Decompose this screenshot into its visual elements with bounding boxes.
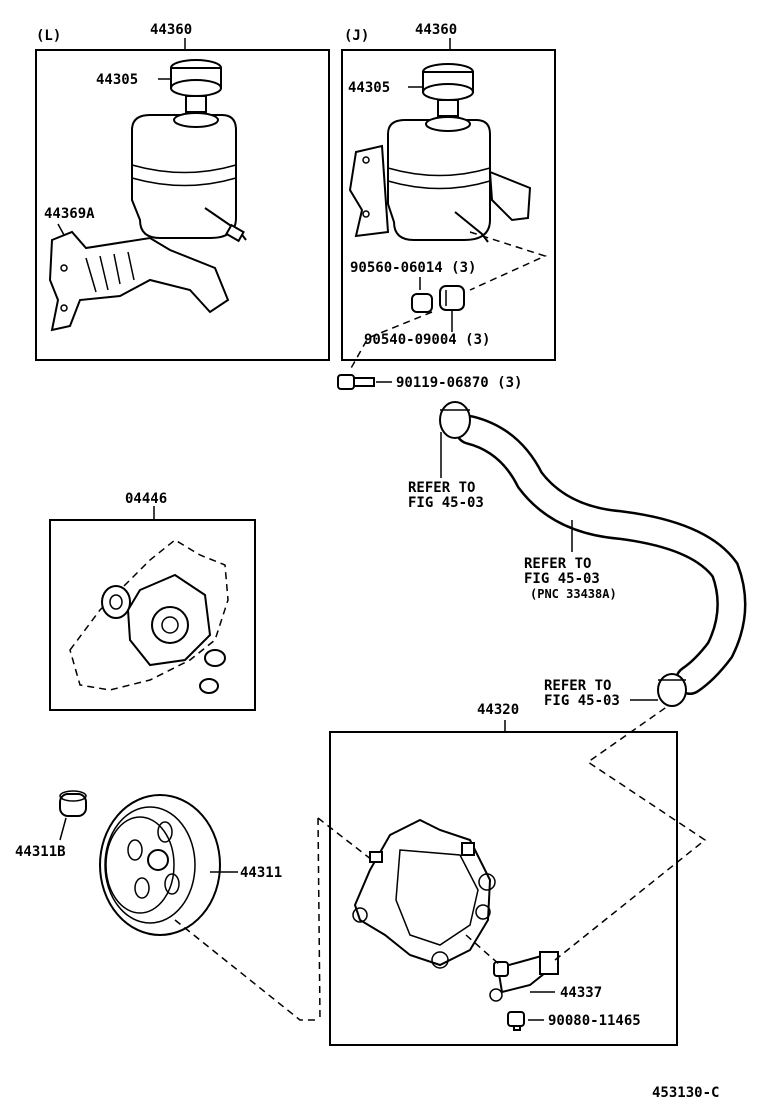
part-label-union: 44337 [560,985,602,1001]
part-label-pump: 44320 [477,702,519,718]
refer-clamp-bottom-line2: FIG 45-03 [544,693,620,709]
collar-icon [411,293,433,313]
part-label-44360-right: 44360 [415,22,457,38]
pulley-nut-icon [59,790,87,817]
pulley-icon [99,794,221,936]
part-label-cap-left: 44305 [96,72,138,88]
pump-box: 44320 44337 90080-11465 [329,702,707,1046]
reservoir-cap-left-icon [170,59,222,113]
part-label-bolt: 90119-06870 (3) [396,375,522,391]
variant-tag-right: (J) [344,28,369,44]
figure-id: 453130-C [652,1085,719,1101]
refer-hose-line1: REFER TO [524,556,591,572]
hose-clamp-bottom-icon [657,673,687,707]
part-label-union-bolt: 90080-11465 [548,1013,641,1029]
refer-hose-line3: (PNC 33438A) [530,587,617,601]
part-label-gasket-kit: 04446 [125,491,167,507]
reservoir-tank-right-icon [387,116,491,243]
hose-icon [455,415,747,695]
part-label-bracket-left: 44369A [44,206,95,222]
refer-clamp-top-line2: FIG 45-03 [408,495,484,511]
part-label-cushion: 90540-09004 (3) [364,332,490,348]
variant-tag-left: (L) [36,28,61,44]
refer-clamp-top-line1: REFER TO [408,480,475,496]
union-bolt-icon [507,1011,525,1031]
union-44337-icon [489,951,559,1002]
bolt-90119-icon [337,374,375,390]
part-label-cap-right: 44305 [348,80,390,96]
part-label-44360-left: 44360 [150,22,192,38]
part-label-pulley-nut: 44311B [15,844,66,860]
reservoir-box-left: (L) 44360 44305 44369A [35,22,330,361]
refer-clamp-bottom-line1: REFER TO [544,678,611,694]
reservoir-tank-left-icon [131,112,247,243]
gasket-kit-box: 04446 [49,491,256,711]
reservoir-bracket-right-icon [348,144,532,238]
reservoir-cap-right-icon [422,63,474,117]
part-label-pulley: 44311 [240,865,282,881]
gasket-kit-icon [69,539,229,694]
cushion-icon [439,285,465,311]
reservoir-bracket-left-icon [48,230,230,332]
reservoir-box-right: (J) 44360 44305 90560-06014 (3) 90540-09… [341,22,556,371]
part-label-collar: 90560-06014 (3) [350,260,476,276]
hose-clamp-top-icon [439,401,471,439]
pump-assembly-icon [352,818,496,969]
refer-hose-line2: FIG 45-03 [524,571,600,587]
